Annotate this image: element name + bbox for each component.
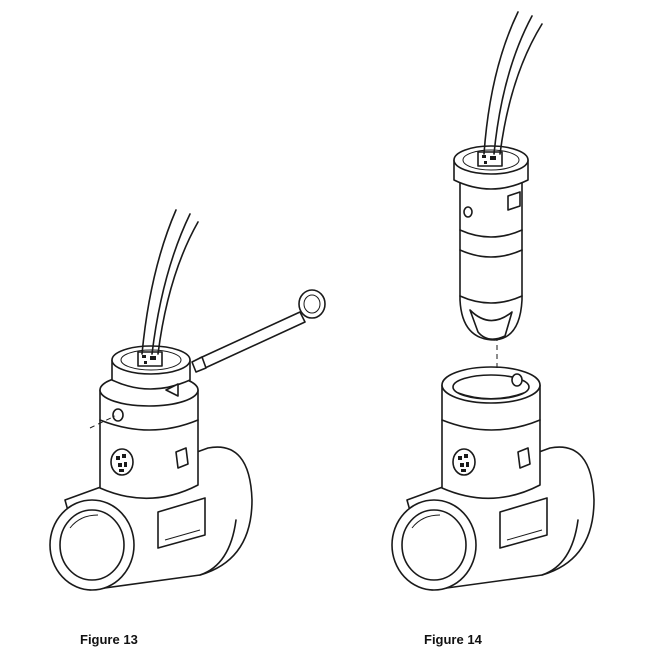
figure-14-caption: Figure 14 xyxy=(424,632,482,647)
pipe-tee-body xyxy=(391,446,595,591)
pull-ring xyxy=(298,289,326,319)
retaining-clip xyxy=(175,447,189,469)
socket-hole xyxy=(511,373,523,387)
figure-14-drawing xyxy=(391,11,595,591)
sensor-socket xyxy=(441,366,541,500)
pipe-tee-body xyxy=(49,446,253,591)
removal-pin-tool xyxy=(191,289,326,373)
logo-badge-icon xyxy=(452,448,476,476)
removed-sensor xyxy=(453,145,529,341)
cable xyxy=(141,209,199,355)
logo-badge-icon xyxy=(110,448,134,476)
figure-13-drawing xyxy=(49,209,326,591)
sensor-cap xyxy=(111,345,191,397)
sensor-socket xyxy=(89,373,199,500)
cable xyxy=(483,11,543,155)
retaining-clip xyxy=(517,447,531,469)
figure-13-caption: Figure 13 xyxy=(80,632,138,647)
socket-hole xyxy=(112,408,124,422)
